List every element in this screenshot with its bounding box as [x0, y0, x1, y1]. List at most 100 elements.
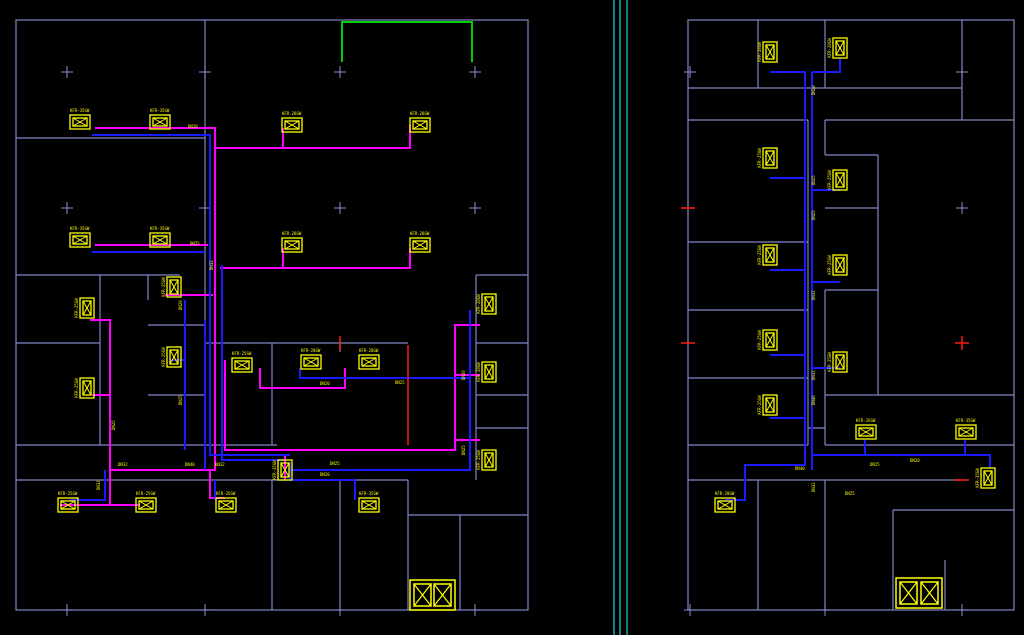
ac-indoor-unit-icon[interactable]: KFR-25GW — [57, 491, 79, 513]
ac-indoor-unit-icon[interactable]: KFR-35GW — [855, 418, 877, 440]
right-grid-markers — [684, 66, 968, 616]
unit-model-label: KFR-35GW — [216, 491, 236, 496]
unit-model-label: KFR-25GW — [161, 277, 166, 297]
grid-cross-marker-icon — [956, 202, 968, 214]
pipe-size-label: DN40 — [185, 462, 195, 467]
left-floor-plan: KFR-35GW KFR-35GW KFR-28GW KFR-28GW KFR-35GW… — [15, 19, 529, 616]
ac-indoor-unit-icon[interactable]: KFR-28GW — [409, 231, 431, 253]
right-refrigerant-pipes — [725, 58, 991, 501]
pipe-size-label: DN40 — [795, 466, 805, 471]
unit-model-label: KFR-28GW — [410, 231, 430, 236]
ac-indoor-unit-icon[interactable]: KFR-28GW — [757, 41, 778, 63]
ac-indoor-unit-icon[interactable]: KFR-25GW — [827, 169, 848, 191]
pipe-size-label: DN32 — [209, 260, 214, 270]
ac-indoor-unit-icon[interactable]: KFR-28GW — [476, 361, 497, 383]
pipe-size-label: DN25 — [461, 445, 466, 455]
unit-model-label: KFR-28GW — [282, 111, 302, 116]
unit-model-label: KFR-25GW — [74, 378, 79, 398]
ac-indoor-unit-icon[interactable]: KFR-25GW — [757, 329, 778, 351]
ac-indoor-unit-icon[interactable]: KFR-25GW — [757, 147, 778, 169]
entrance-opening — [341, 21, 473, 62]
ac-indoor-unit-icon[interactable]: KFR-25GW — [827, 254, 848, 276]
ac-indoor-unit-icon[interactable]: KFR-28GW — [827, 37, 848, 59]
ac-indoor-unit-icon[interactable]: KFR-35GW — [69, 108, 91, 130]
ac-indoor-unit-icon[interactable]: KFR-25GW — [74, 297, 95, 319]
unit-model-label: KFR-35GW — [956, 418, 976, 423]
unit-model-label: KFR-35GW — [359, 491, 379, 496]
pipe-size-label: DN20 — [461, 370, 466, 380]
pipe-size-label: DN25 — [811, 210, 816, 220]
pipe-size-label: DN32 — [118, 462, 128, 467]
ac-indoor-unit-icon[interactable]: KFR-35GW — [955, 418, 977, 440]
unit-model-label: KFR-25GW — [827, 352, 832, 372]
ac-indoor-unit-icon[interactable]: KFR-35GW — [149, 108, 171, 130]
ac-indoor-unit-icon[interactable]: KFR-35GW — [975, 467, 996, 489]
unit-model-label: KFR-25GW — [757, 330, 762, 350]
pipe-size-label: DN20 — [178, 300, 183, 310]
pipe-size-label: DN20 — [320, 381, 330, 386]
right-plan-walls — [687, 19, 1015, 611]
left-grid-markers — [61, 66, 481, 616]
ac-indoor-unit-icon[interactable]: KFR-25GW — [74, 377, 95, 399]
unit-model-label: KFR-25GW — [757, 395, 762, 415]
sheet-divider — [613, 0, 628, 635]
ac-indoor-unit-icon[interactable]: KFR-28GW — [281, 231, 303, 253]
unit-model-label: KFR-28GW — [282, 231, 302, 236]
left-refrigerant-pipes — [60, 125, 480, 506]
unit-model-label: KFR-35GW — [70, 108, 90, 113]
unit-model-label: KFR-28GW — [715, 491, 735, 496]
unit-model-label: KFR-35GW — [975, 468, 980, 488]
grid-cross-marker-icon — [199, 66, 211, 78]
ac-indoor-unit-icon[interactable]: KFR-35GW — [149, 226, 171, 248]
unit-model-label: KFR-28GW — [476, 294, 481, 314]
ac-indoor-unit-icon[interactable]: KFR-25GW — [476, 449, 497, 471]
grid-cross-marker-icon — [334, 202, 346, 214]
grid-cross-marker-icon — [684, 604, 696, 616]
ac-indoor-unit-icon[interactable]: KFR-28GW — [476, 293, 497, 315]
unit-model-label: KFR-25GW — [161, 347, 166, 367]
grid-cross-marker-icon — [61, 66, 73, 78]
red-grid-markers — [681, 207, 969, 481]
left-ac-units: KFR-35GW KFR-35GW KFR-28GW KFR-28GW KFR-35GW… — [57, 108, 497, 513]
grid-cross-marker-icon — [956, 604, 968, 616]
unit-model-label: KFR-28GW — [359, 348, 379, 353]
ac-indoor-unit-icon[interactable]: KFR-25GW — [135, 491, 157, 513]
ac-indoor-unit-icon[interactable]: KFR-28GW — [300, 348, 322, 370]
ac-indoor-unit-icon[interactable]: KFR-28GW — [358, 348, 380, 370]
ac-indoor-unit-icon[interactable]: KFR-35GW — [69, 226, 91, 248]
ac-indoor-unit-icon[interactable]: KFR-35GW — [272, 459, 293, 481]
ac-indoor-unit-icon[interactable]: KFR-25GW — [827, 351, 848, 373]
pipe-size-label: DN20 — [320, 472, 330, 477]
unit-model-label: KFR-25GW — [74, 298, 79, 318]
pipe-size-label: DN25 — [870, 462, 880, 467]
unit-model-label: KFR-28GW — [757, 42, 762, 62]
grid-cross-marker-icon — [199, 604, 211, 616]
unit-model-label: KFR-25GW — [232, 351, 252, 356]
ac-indoor-unit-icon[interactable]: KFR-28GW — [714, 491, 736, 513]
ac-indoor-unit-icon[interactable]: KFR-35GW — [358, 491, 380, 513]
unit-model-label: KFR-25GW — [827, 170, 832, 190]
elevator-shaft-icon — [895, 577, 943, 609]
pipe-size-label: DN25 — [190, 241, 200, 246]
unit-model-label: KFR-25GW — [757, 245, 762, 265]
ac-indoor-unit-icon[interactable]: KFR-25GW — [231, 351, 253, 373]
ac-indoor-unit-icon[interactable]: KFR-25GW — [757, 394, 778, 416]
pipe-size-label: DN20 — [811, 85, 816, 95]
unit-model-label: KFR-25GW — [136, 491, 156, 496]
pipe-size-label: DN25 — [845, 491, 855, 496]
ac-indoor-unit-icon[interactable]: KFR-25GW — [161, 276, 182, 298]
ac-indoor-unit-icon[interactable]: KFR-25GW — [161, 346, 182, 368]
unit-model-label: KFR-25GW — [757, 148, 762, 168]
unit-model-label: KFR-35GW — [856, 418, 876, 423]
elevator-shaft-icon — [409, 579, 456, 611]
unit-model-label: KFR-35GW — [150, 226, 170, 231]
ac-indoor-unit-icon[interactable]: KFR-28GW — [409, 111, 431, 133]
unit-model-label: KFR-25GW — [827, 255, 832, 275]
unit-model-label: KFR-25GW — [476, 450, 481, 470]
grid-cross-marker-icon — [469, 66, 481, 78]
ac-indoor-unit-icon[interactable]: KFR-25GW — [757, 244, 778, 266]
grid-cross-marker-icon — [334, 604, 346, 616]
right-pipe-size-labels: DN20DN25DN25DN32DN32DN40DN25DN20DN40DN32… — [795, 85, 920, 496]
ac-indoor-unit-icon[interactable]: KFR-35GW — [215, 491, 237, 513]
ac-indoor-unit-icon[interactable]: KFR-28GW — [281, 111, 303, 133]
